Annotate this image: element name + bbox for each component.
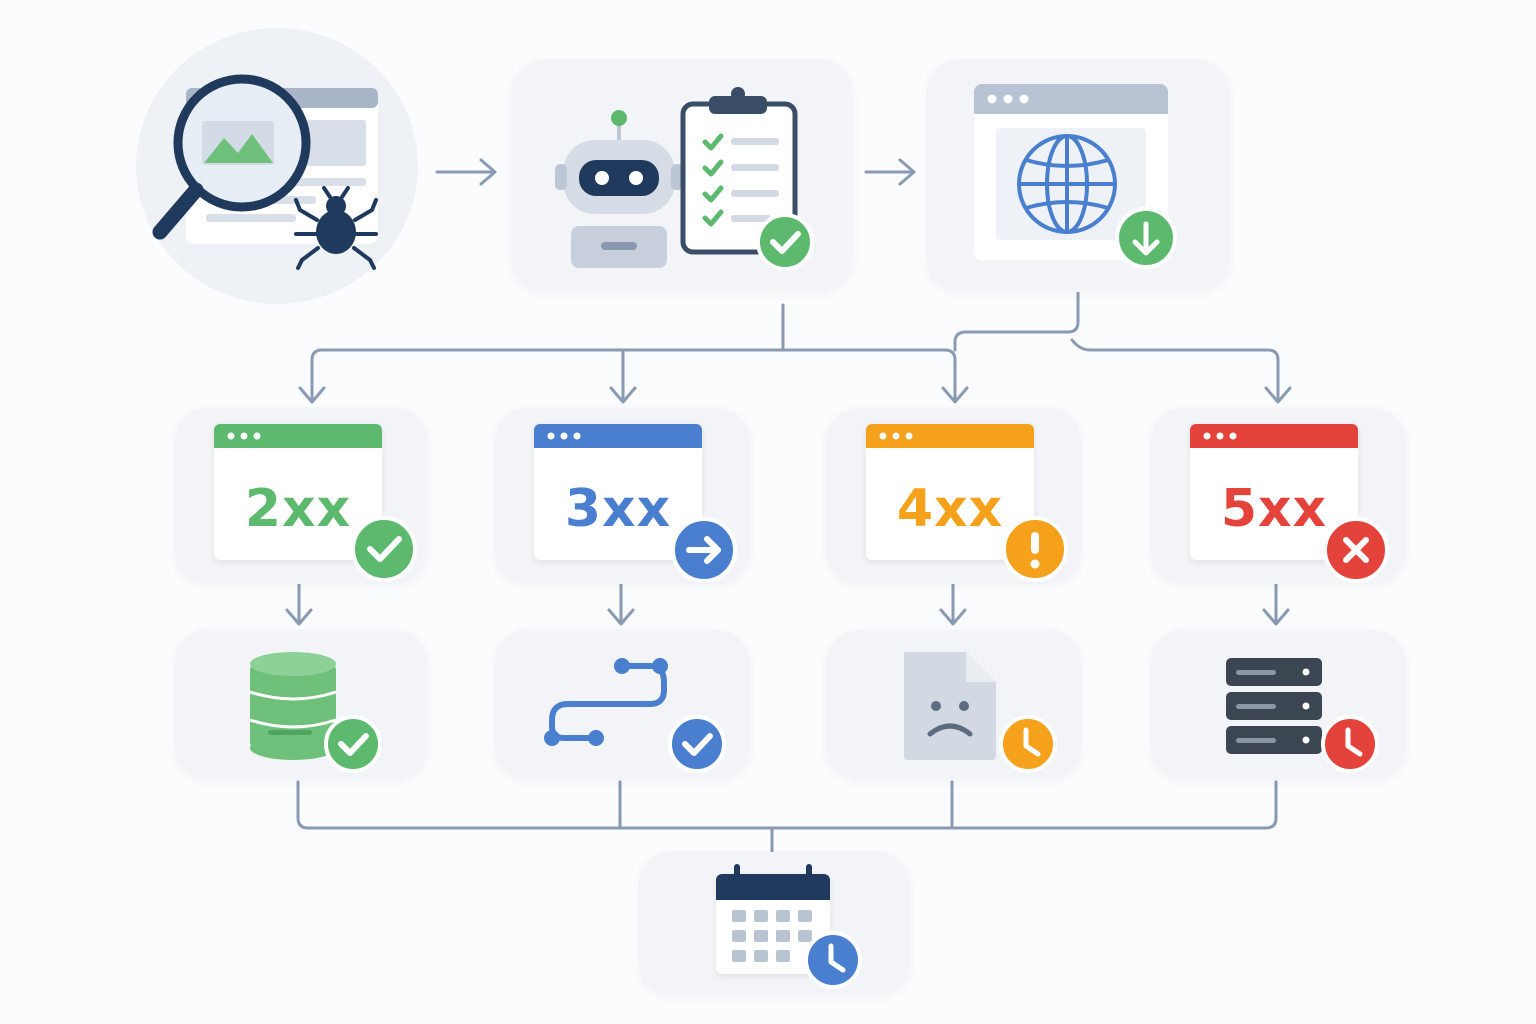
clock-icon — [1023, 727, 1041, 757]
status-code-4xx: 4xx — [897, 479, 1003, 539]
page-download-icon — [974, 84, 1177, 269]
arrow-right-icon — [686, 536, 721, 564]
server-icon — [1226, 658, 1379, 773]
recrawl-schedule-step — [638, 852, 910, 996]
page-fetch-step — [926, 60, 1230, 292]
status-card-4xx: 4xx — [826, 408, 1082, 584]
exclamation-icon — [1030, 532, 1040, 569]
close-icon — [1343, 537, 1369, 563]
status-code-3xx: 3xx — [565, 479, 671, 539]
database-icon — [249, 652, 382, 773]
schedule-calendar-icon — [716, 864, 862, 989]
outcome-card-redirect — [494, 630, 750, 780]
crawler-icon — [152, 74, 378, 270]
crawler-step — [136, 28, 418, 304]
check-icon — [367, 536, 402, 562]
outcome-card-not-found — [826, 630, 1082, 780]
status-window-5xx: 5xx — [1190, 424, 1389, 583]
globe-icon — [1017, 134, 1117, 234]
status-card-2xx: 2xx — [174, 408, 428, 584]
outcome-card-stored — [174, 630, 428, 780]
clock-icon — [1345, 727, 1363, 757]
download-arrow-icon — [1132, 221, 1160, 256]
status-code-5xx: 5xx — [1221, 479, 1327, 539]
robots-checklist-icon — [555, 87, 814, 271]
sad-document-icon — [904, 652, 1057, 773]
redirect-route-icon — [544, 658, 726, 773]
robots-check-step — [511, 60, 853, 292]
status-window-2xx: 2xx — [214, 424, 417, 582]
clock-icon — [828, 943, 846, 973]
outcome-card-server-error — [1150, 630, 1406, 780]
check-icon — [682, 733, 713, 756]
check-icon — [770, 231, 801, 254]
status-card-5xx: 5xx — [1150, 408, 1406, 584]
status-card-3xx: 3xx — [494, 408, 750, 584]
status-code-2xx: 2xx — [245, 479, 351, 539]
status-window-3xx: 3xx — [534, 424, 737, 583]
status-window-4xx: 4xx — [866, 424, 1068, 582]
check-icon — [338, 733, 369, 756]
